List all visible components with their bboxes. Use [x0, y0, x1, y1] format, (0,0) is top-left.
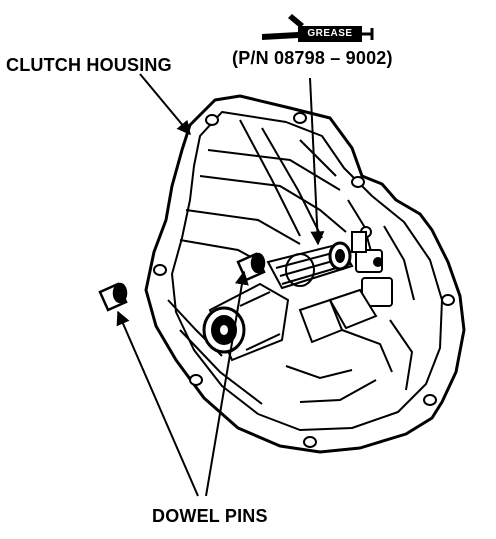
dowel-pins-label: DOWEL PINS — [152, 506, 268, 526]
input-shaft — [266, 241, 354, 290]
dowel-pin-loose — [98, 282, 128, 312]
grease-label: GREASE — [307, 28, 353, 39]
leader-lines — [116, 73, 325, 497]
clutch-housing-label: CLUTCH HOUSING — [6, 55, 172, 75]
part-number-label: (P/N 08798 – 9002) — [232, 48, 393, 68]
grease-gun-icon — [262, 14, 374, 42]
dowel-pin-installed — [236, 252, 266, 282]
housing-body — [144, 94, 466, 454]
flange-bolt-holes — [153, 112, 455, 448]
release-bearing-boss — [202, 282, 290, 362]
housing-ribs — [167, 119, 415, 405]
shift-mechanism — [298, 226, 393, 344]
